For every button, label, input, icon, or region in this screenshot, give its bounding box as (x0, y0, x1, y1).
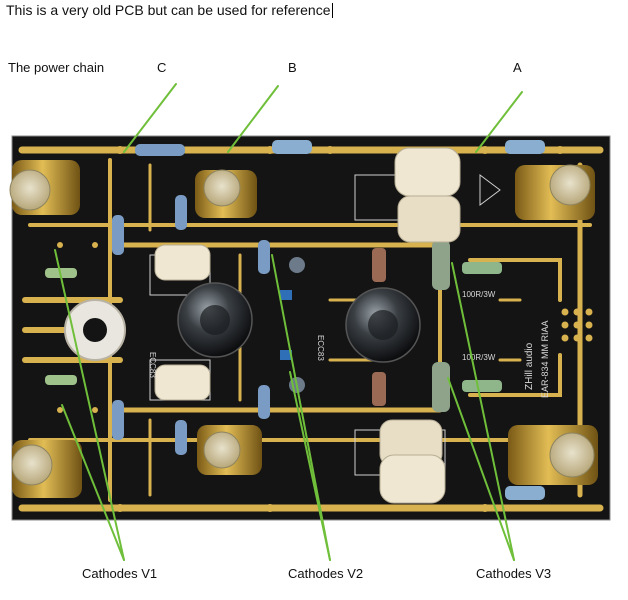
resistors (45, 140, 545, 500)
annotation-arrows (54, 83, 523, 561)
solder-pads (57, 146, 564, 512)
note-text: This is a very old PCB but can be used f… (6, 2, 333, 18)
label-c: C (157, 60, 167, 75)
electrolytic-capacitors (9, 160, 598, 498)
label-cathodes-v1: Cathodes V1 (82, 566, 158, 581)
arrow-c (123, 83, 177, 153)
resistor-label-b: 100R/3W (462, 353, 496, 362)
label-a: A (513, 60, 522, 75)
arrow-b (227, 85, 279, 153)
model-label: EAR-834 MM RIAA (540, 320, 550, 398)
resistor-label-a: 100R/3W (462, 290, 496, 299)
arrow-v3-a (451, 262, 515, 561)
label-b: B (288, 60, 297, 75)
connector-pads (561, 308, 593, 342)
arrow-a (475, 91, 523, 153)
title-label: The power chain (8, 60, 105, 75)
arrow-v1-b (61, 404, 125, 561)
arrow-v2-a (271, 254, 331, 561)
vacuum-tubes (177, 282, 421, 363)
arrow-v3-b (447, 377, 515, 561)
brand-label: ZHill audio (524, 342, 535, 390)
tube-label-left: ECC83 (148, 352, 157, 378)
arrow-v2-b (289, 371, 331, 561)
label-cathodes-v3: Cathodes V3 (476, 566, 552, 581)
arrow-v1-a (54, 249, 125, 561)
tube-label-right: ECC83 (316, 335, 325, 361)
text-cursor (331, 3, 333, 18)
label-cathodes-v2: Cathodes V2 (288, 566, 364, 581)
film-capacitors (154, 147, 461, 504)
tube-socket (64, 299, 126, 361)
